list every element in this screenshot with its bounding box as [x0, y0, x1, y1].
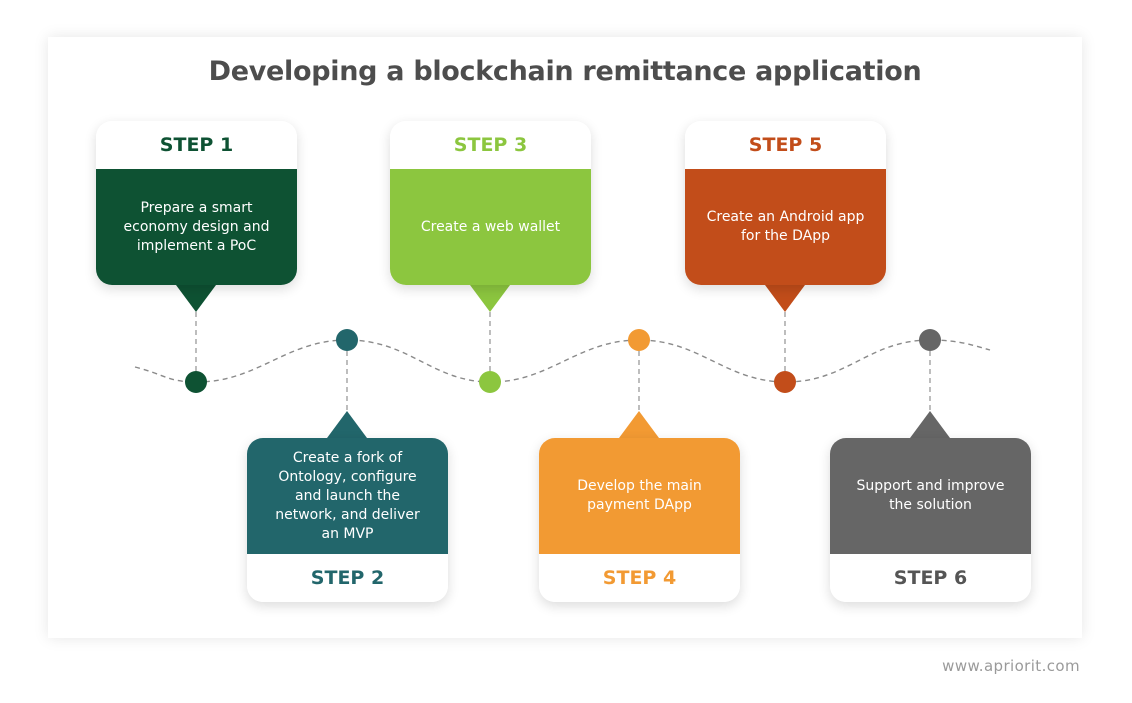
pointer-step-5	[765, 285, 805, 312]
step-description: Develop the main payment DApp	[539, 438, 740, 554]
pointer-step-2	[327, 411, 367, 438]
timeline-path	[134, 339, 991, 383]
step-description: Create a web wallet	[390, 169, 591, 285]
pointer-step-1	[176, 285, 216, 312]
node-step-5	[774, 371, 796, 393]
node-step-4	[628, 329, 650, 351]
step-label: STEP 4	[539, 554, 740, 602]
node-step-2	[336, 329, 358, 351]
step-card-2: Create a fork of Ontology, configure and…	[247, 438, 448, 602]
step-label: STEP 1	[96, 121, 297, 169]
step-card-3: STEP 3 Create a web wallet	[390, 121, 591, 285]
step-description: Create an Android app for the DApp	[685, 169, 886, 285]
pointer-step-3	[470, 285, 510, 312]
step-card-4: Develop the main payment DApp STEP 4	[539, 438, 740, 602]
page-title: Developing a blockchain remittance appli…	[208, 56, 922, 87]
step-description: Support and improve the solution	[830, 438, 1031, 554]
node-step-3	[479, 371, 501, 393]
step-card-6: Support and improve the solution STEP 6	[830, 438, 1031, 602]
pointer-step-6	[910, 411, 950, 438]
step-description: Prepare a smart economy design and imple…	[96, 169, 297, 285]
step-label: STEP 6	[830, 554, 1031, 602]
footer-url: www.apriorit.com	[942, 657, 1080, 675]
step-label: STEP 5	[685, 121, 886, 169]
step-label: STEP 3	[390, 121, 591, 169]
step-description: Create a fork of Ontology, configure and…	[247, 438, 448, 554]
node-step-1	[185, 371, 207, 393]
step-card-5: STEP 5 Create an Android app for the DAp…	[685, 121, 886, 285]
step-card-1: STEP 1 Prepare a smart economy design an…	[96, 121, 297, 285]
pointer-step-4	[619, 411, 659, 438]
step-label: STEP 2	[247, 554, 448, 602]
node-step-6	[919, 329, 941, 351]
